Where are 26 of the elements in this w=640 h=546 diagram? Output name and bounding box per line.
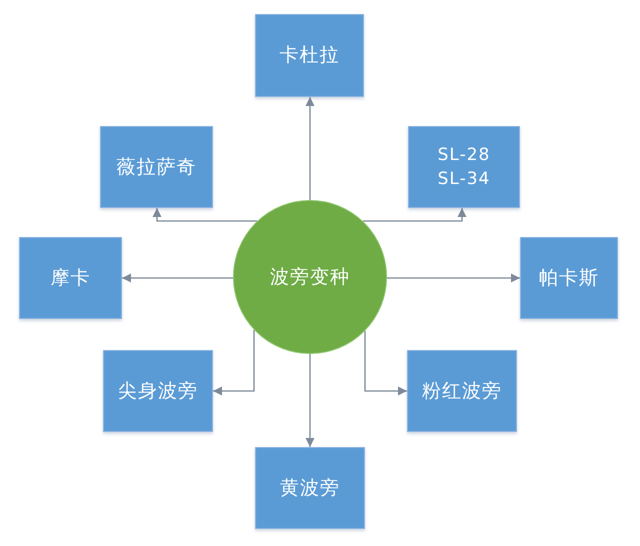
node-box [19,237,122,319]
connector-arrow [152,208,258,222]
node-label: 黄波旁 [280,476,340,500]
node-label: SL-28 [438,144,490,165]
node-label: 卡杜拉 [280,44,340,67]
connector-arrow [387,274,520,282]
connector-arrow [213,330,255,396]
connector-arrow [364,330,407,396]
node-label: 摩卡 [50,266,90,290]
node-box [520,237,618,319]
node-box [103,350,213,432]
node-label: 帕卡斯 [539,266,599,290]
node-label: 尖身波旁 [118,380,198,402]
node-label: 薇拉萨奇 [116,156,196,178]
node-box [255,14,364,97]
connector-arrow [362,208,466,222]
node-box [407,350,517,432]
node-box [255,447,365,529]
connector-arrow [306,354,314,447]
node-label: 粉红波旁 [422,380,502,402]
node-label: 波旁变种 [270,266,350,288]
connector-arrow [306,97,314,200]
node-label: SL-34 [438,169,490,190]
node-box [408,126,520,208]
node-box [100,126,213,208]
connector-arrow [122,274,233,282]
